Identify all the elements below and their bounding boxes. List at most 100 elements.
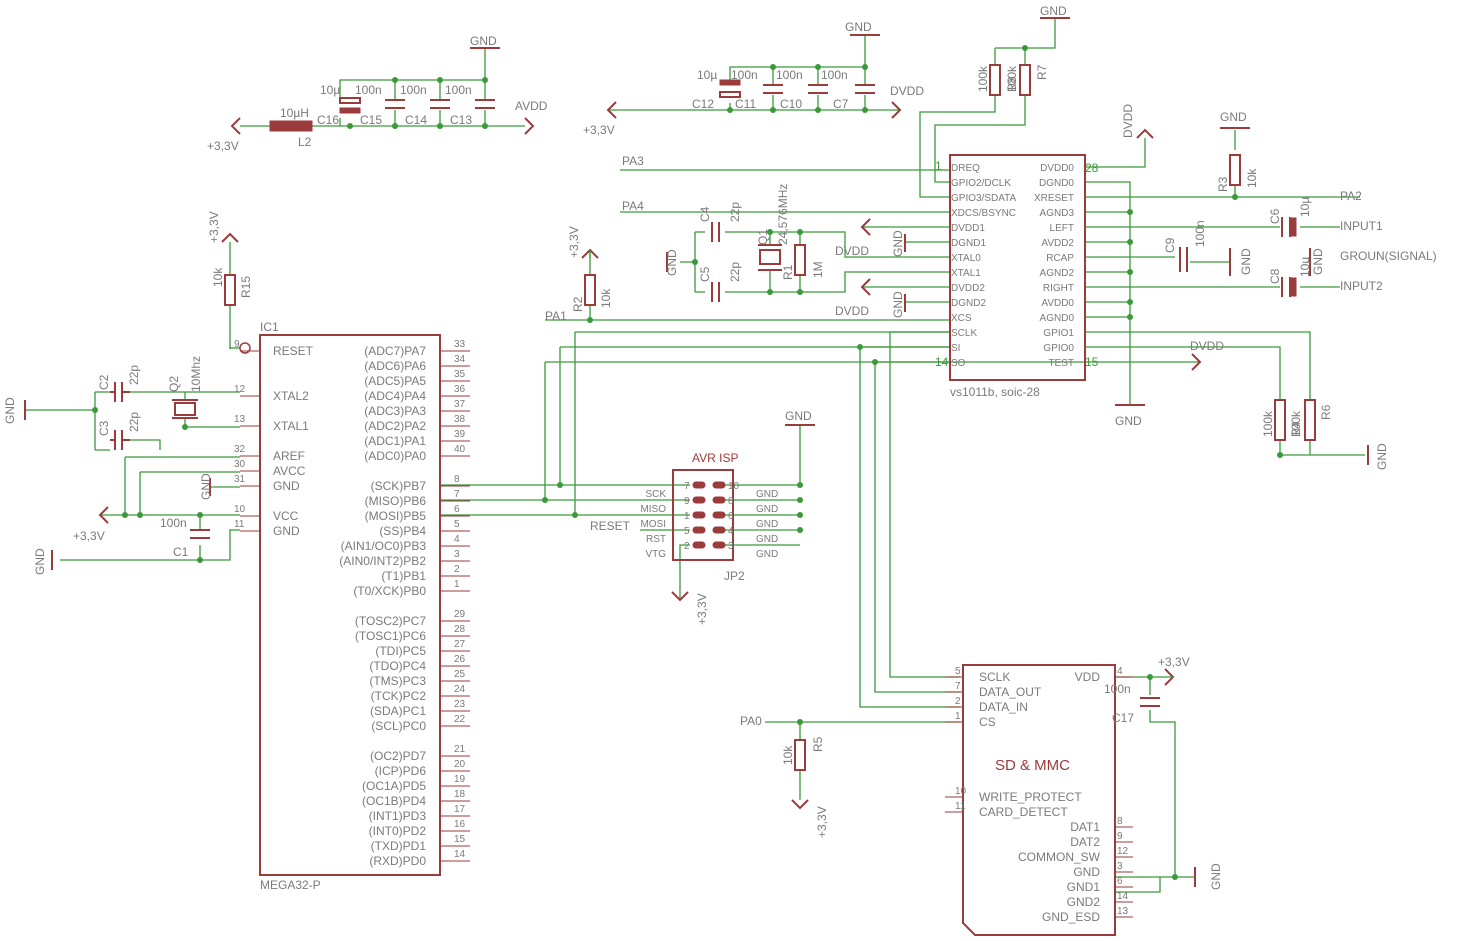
c10-value: 100n bbox=[776, 68, 803, 82]
ic1-ref: IC1 bbox=[260, 320, 279, 334]
vs-pin-gpio2-dclk: GPIO2/DCLK bbox=[951, 178, 1011, 189]
ic1-pin-num-13: 13 bbox=[234, 414, 246, 425]
ic1-pin-num-15: 15 bbox=[454, 834, 466, 845]
ic1-pin-num-29: 29 bbox=[454, 609, 466, 620]
sd-pin-num-14: 14 bbox=[1117, 891, 1129, 902]
ic1-pin-num-26: 26 bbox=[454, 654, 466, 665]
c17-value: 100n bbox=[1104, 682, 1131, 696]
c12-ref: C12 bbox=[692, 97, 714, 111]
vs-pin-xdcs-bsync: XDCS/BSYNC bbox=[951, 208, 1016, 219]
ic1-pin-adc1-pa1: (ADC1)PA1 bbox=[364, 434, 426, 448]
ic1-pin-num-16: 16 bbox=[454, 819, 466, 830]
vs-pin28: 28 bbox=[1085, 161, 1099, 175]
vs-pin-rcap: RCAP bbox=[1046, 253, 1074, 264]
inductor-l2 bbox=[269, 120, 313, 132]
isp-header-outline bbox=[672, 469, 734, 561]
isp-pad-left bbox=[692, 511, 706, 519]
ic1-pin-tosc1-pc6: (TOSC1)PC6 bbox=[355, 629, 426, 643]
ic1-pin-adc6-pa6: (ADC6)PA6 bbox=[364, 359, 426, 373]
c14-ref: C14 bbox=[405, 113, 427, 127]
junctions bbox=[92, 45, 1283, 880]
r4-ref: R4 bbox=[1289, 421, 1303, 437]
v33-label-vert-2: +3,3V bbox=[207, 211, 221, 243]
isp-pad-left bbox=[692, 526, 706, 534]
ic1-pin-num-8: 8 bbox=[454, 474, 460, 485]
ic1-pin-num-10: 10 bbox=[234, 504, 246, 515]
resistor-r7 bbox=[1019, 64, 1031, 96]
ic1-pin-oc1a-pd5: (OC1A)PD5 bbox=[362, 779, 426, 793]
ic1-pin-adc3-pa3: (ADC3)PA3 bbox=[364, 404, 426, 418]
c9-value: 100n bbox=[1193, 220, 1207, 247]
c4-value: 22p bbox=[728, 202, 742, 222]
vs-pin-agnd3: AGND3 bbox=[1040, 208, 1075, 219]
isp-num-3: 3 bbox=[728, 541, 734, 552]
vs-pin1: 1 bbox=[935, 159, 942, 173]
ic1-pin-ss-pb4: (SS)PB4 bbox=[379, 524, 426, 538]
resistor-r1 bbox=[794, 244, 806, 276]
vs-pin15: 15 bbox=[1085, 355, 1099, 369]
c9-ref: C9 bbox=[1163, 237, 1177, 253]
resistor-r3 bbox=[1229, 154, 1241, 186]
crystal-q2 bbox=[174, 402, 196, 416]
isp-num-9: 9 bbox=[684, 496, 690, 507]
c7-ref: C7 bbox=[833, 97, 849, 111]
ic1-pin-txd-pd1: (TXD)PD1 bbox=[371, 839, 427, 853]
r15-ref: R15 bbox=[239, 276, 253, 298]
resistor-r2 bbox=[584, 274, 596, 306]
pa0-label: PA0 bbox=[740, 714, 762, 728]
ic1-pin-sda-pc1: (SDA)PC1 bbox=[370, 704, 426, 718]
pa4-label: PA4 bbox=[622, 199, 644, 213]
sd-pin-gnd-esd: GND_ESD bbox=[1042, 910, 1100, 924]
vs-pin-xcs: XCS bbox=[951, 313, 972, 324]
r1-ref: R1 bbox=[781, 264, 795, 280]
vs1011-part: vs1011b, soic-28 bbox=[950, 385, 1040, 399]
ic1-pin-num-23: 23 bbox=[454, 699, 466, 710]
gnd-label-vert-2: GND bbox=[891, 230, 905, 257]
resistor-r4 bbox=[1274, 399, 1286, 441]
gnd-label-2: GND bbox=[845, 20, 872, 34]
sd-pin-vdd: VDD bbox=[1075, 670, 1101, 684]
isp-pad-left bbox=[692, 496, 706, 504]
ic1-pin-num-27: 27 bbox=[454, 639, 466, 650]
ic1-pin-scl-pc0: (SCL)PC0 bbox=[371, 719, 426, 733]
ic1-pin-num-4: 4 bbox=[454, 534, 460, 545]
sd-pin-num-7: 7 bbox=[955, 681, 961, 692]
isp-num-7: 7 bbox=[684, 481, 690, 492]
sd-pin-num-5: 5 bbox=[955, 666, 961, 677]
ic1-pin-adc7-pa7: (ADC7)PA7 bbox=[364, 344, 426, 358]
vs-pin-dvdd0: DVDD0 bbox=[1040, 163, 1074, 174]
resistor-r8 bbox=[989, 64, 1001, 96]
sd-pin-num-8: 8 bbox=[1117, 816, 1123, 827]
ic1-pin-adc2-pa2: (ADC2)PA2 bbox=[364, 419, 426, 433]
ic1-pin-num-18: 18 bbox=[454, 789, 466, 800]
q2-ref: Q2 bbox=[167, 376, 181, 392]
ic1-pin-num-30: 30 bbox=[234, 459, 246, 470]
c11-value: 100n bbox=[731, 68, 758, 82]
gnd-label-vert-7: GND bbox=[199, 473, 213, 500]
cap-c16-polar bbox=[339, 97, 361, 104]
gnd-label-vert-1: GND bbox=[665, 249, 679, 276]
v33-label-vert-1: +3,3V bbox=[567, 226, 581, 258]
v33-label-vert-3: +3,3V bbox=[695, 593, 709, 625]
isp-num-2: 2 bbox=[684, 541, 690, 552]
vs-pin-gpio3-sdata: GPIO3/SDATA bbox=[951, 193, 1017, 204]
r6-value: 100k bbox=[1289, 410, 1303, 437]
c11-ref: C11 bbox=[735, 97, 756, 111]
isp-gnd-label: GND bbox=[756, 549, 778, 560]
vs-pin-gpio0: GPIO0 bbox=[1043, 343, 1074, 354]
sd-pin-write-protect: WRITE_PROTECT bbox=[979, 790, 1082, 804]
ic1-pin-num-36: 36 bbox=[454, 384, 466, 395]
vs-pin-dvdd2: DVDD2 bbox=[951, 283, 985, 294]
sd-pin-num-12: 12 bbox=[1117, 846, 1129, 857]
ic1-pin-tdi-pc5: (TDI)PC5 bbox=[375, 644, 426, 658]
ic1-pin-num-11: 11 bbox=[234, 519, 245, 530]
sd-pin-num-9: 9 bbox=[1117, 831, 1123, 842]
ic1-pin-num-2: 2 bbox=[454, 564, 460, 575]
isp-num-4: 4 bbox=[728, 526, 734, 537]
r8-ref: R8 bbox=[1005, 76, 1019, 92]
ic1-pin-adc0-pa0: (ADC0)PA0 bbox=[364, 449, 426, 463]
ic1-pin-miso-pb6: (MISO)PB6 bbox=[365, 494, 427, 508]
